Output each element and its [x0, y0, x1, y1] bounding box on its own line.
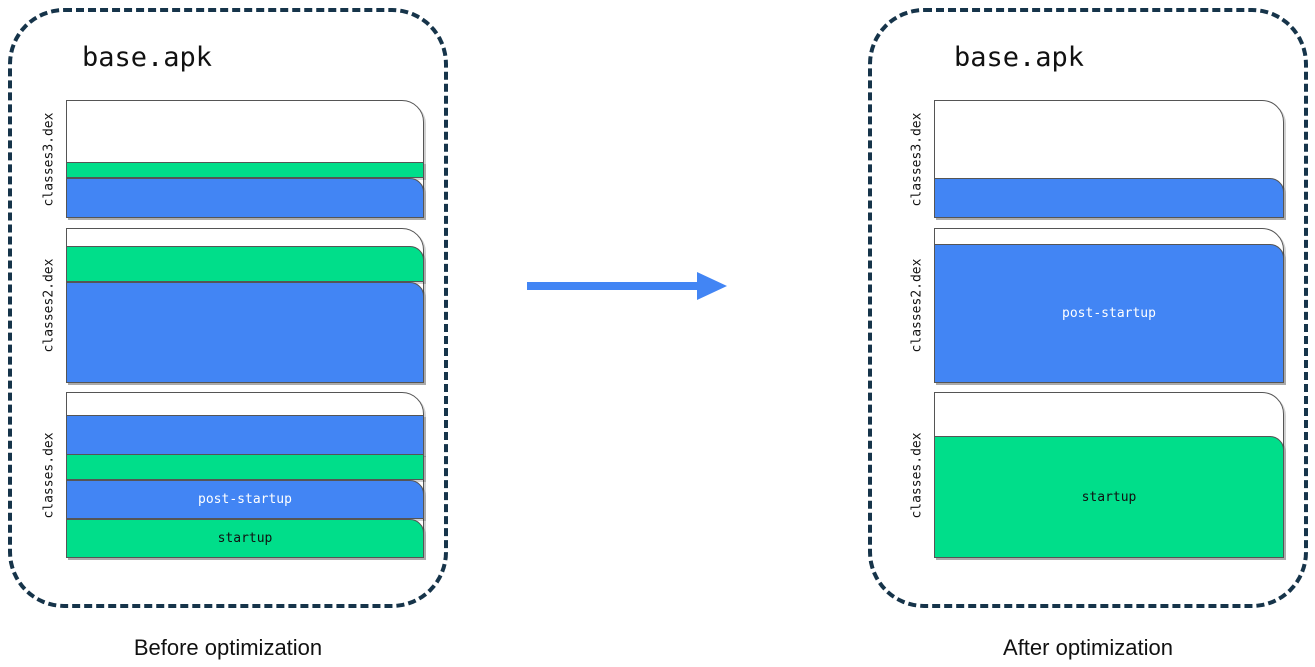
caption-before-optimization: Before optimization — [133, 635, 323, 660]
caption-after-optimization: After optimization — [1003, 635, 1173, 660]
dex-group-classes3-before: classes3.dex — [36, 100, 424, 218]
dex-group-classes2-before: classes2.dex — [36, 228, 424, 383]
dex-card-classes-after: startup — [934, 392, 1284, 558]
dex-group-classes-after: classes.dex startup — [904, 392, 1284, 558]
segment-startup-classes2-before — [66, 246, 424, 282]
apk-panel-before: base.apk classes3.dex classes2.dex — [8, 8, 448, 608]
segment-post-startup-classes3-after — [934, 178, 1284, 218]
dex-label-classes2-before: classes2.dex — [41, 258, 57, 353]
segment-startup-upper-classes-before — [66, 454, 424, 480]
segment-post-startup-upper-classes-before — [66, 415, 424, 455]
dex-label-classes-after: classes.dex — [909, 431, 925, 519]
segment-post-startup-classes3-before — [66, 178, 424, 218]
apk-panel-after: base.apk classes3.dex classes2.dex post-… — [868, 8, 1308, 608]
apk-title-after: base.apk — [954, 42, 1085, 73]
dex-card-classes3-before — [66, 100, 424, 218]
segment-post-startup-classes-before: post-startup — [66, 480, 424, 519]
dex-card-classes2-after: post-startup — [934, 228, 1284, 383]
segment-startup-classes3-before — [66, 162, 424, 178]
dex-group-classes3-after: classes3.dex — [904, 100, 1284, 218]
segment-startup-classes-before: startup — [66, 519, 424, 558]
dex-label-classes2-after: classes2.dex — [909, 258, 925, 353]
dex-label-classes3-before: classes3.dex — [41, 112, 57, 206]
apk-title-before: base.apk — [82, 42, 213, 73]
segment-startup-classes-after: startup — [934, 436, 1284, 558]
right-arrow-icon — [527, 272, 727, 300]
dex-card-classes2-before — [66, 228, 424, 383]
dex-card-classes3-after — [934, 100, 1284, 218]
dex-label-classes-before: classes.dex — [41, 431, 57, 519]
dex-label-classes3-after: classes3.dex — [909, 112, 925, 206]
segment-post-startup-classes2-before — [66, 282, 424, 383]
dex-card-classes-before: post-startup startup — [66, 392, 424, 558]
segment-post-startup-classes2-after: post-startup — [934, 244, 1284, 383]
dex-group-classes2-after: classes2.dex post-startup — [904, 228, 1284, 383]
dex-group-classes-before: classes.dex post-startup startup — [36, 392, 424, 558]
